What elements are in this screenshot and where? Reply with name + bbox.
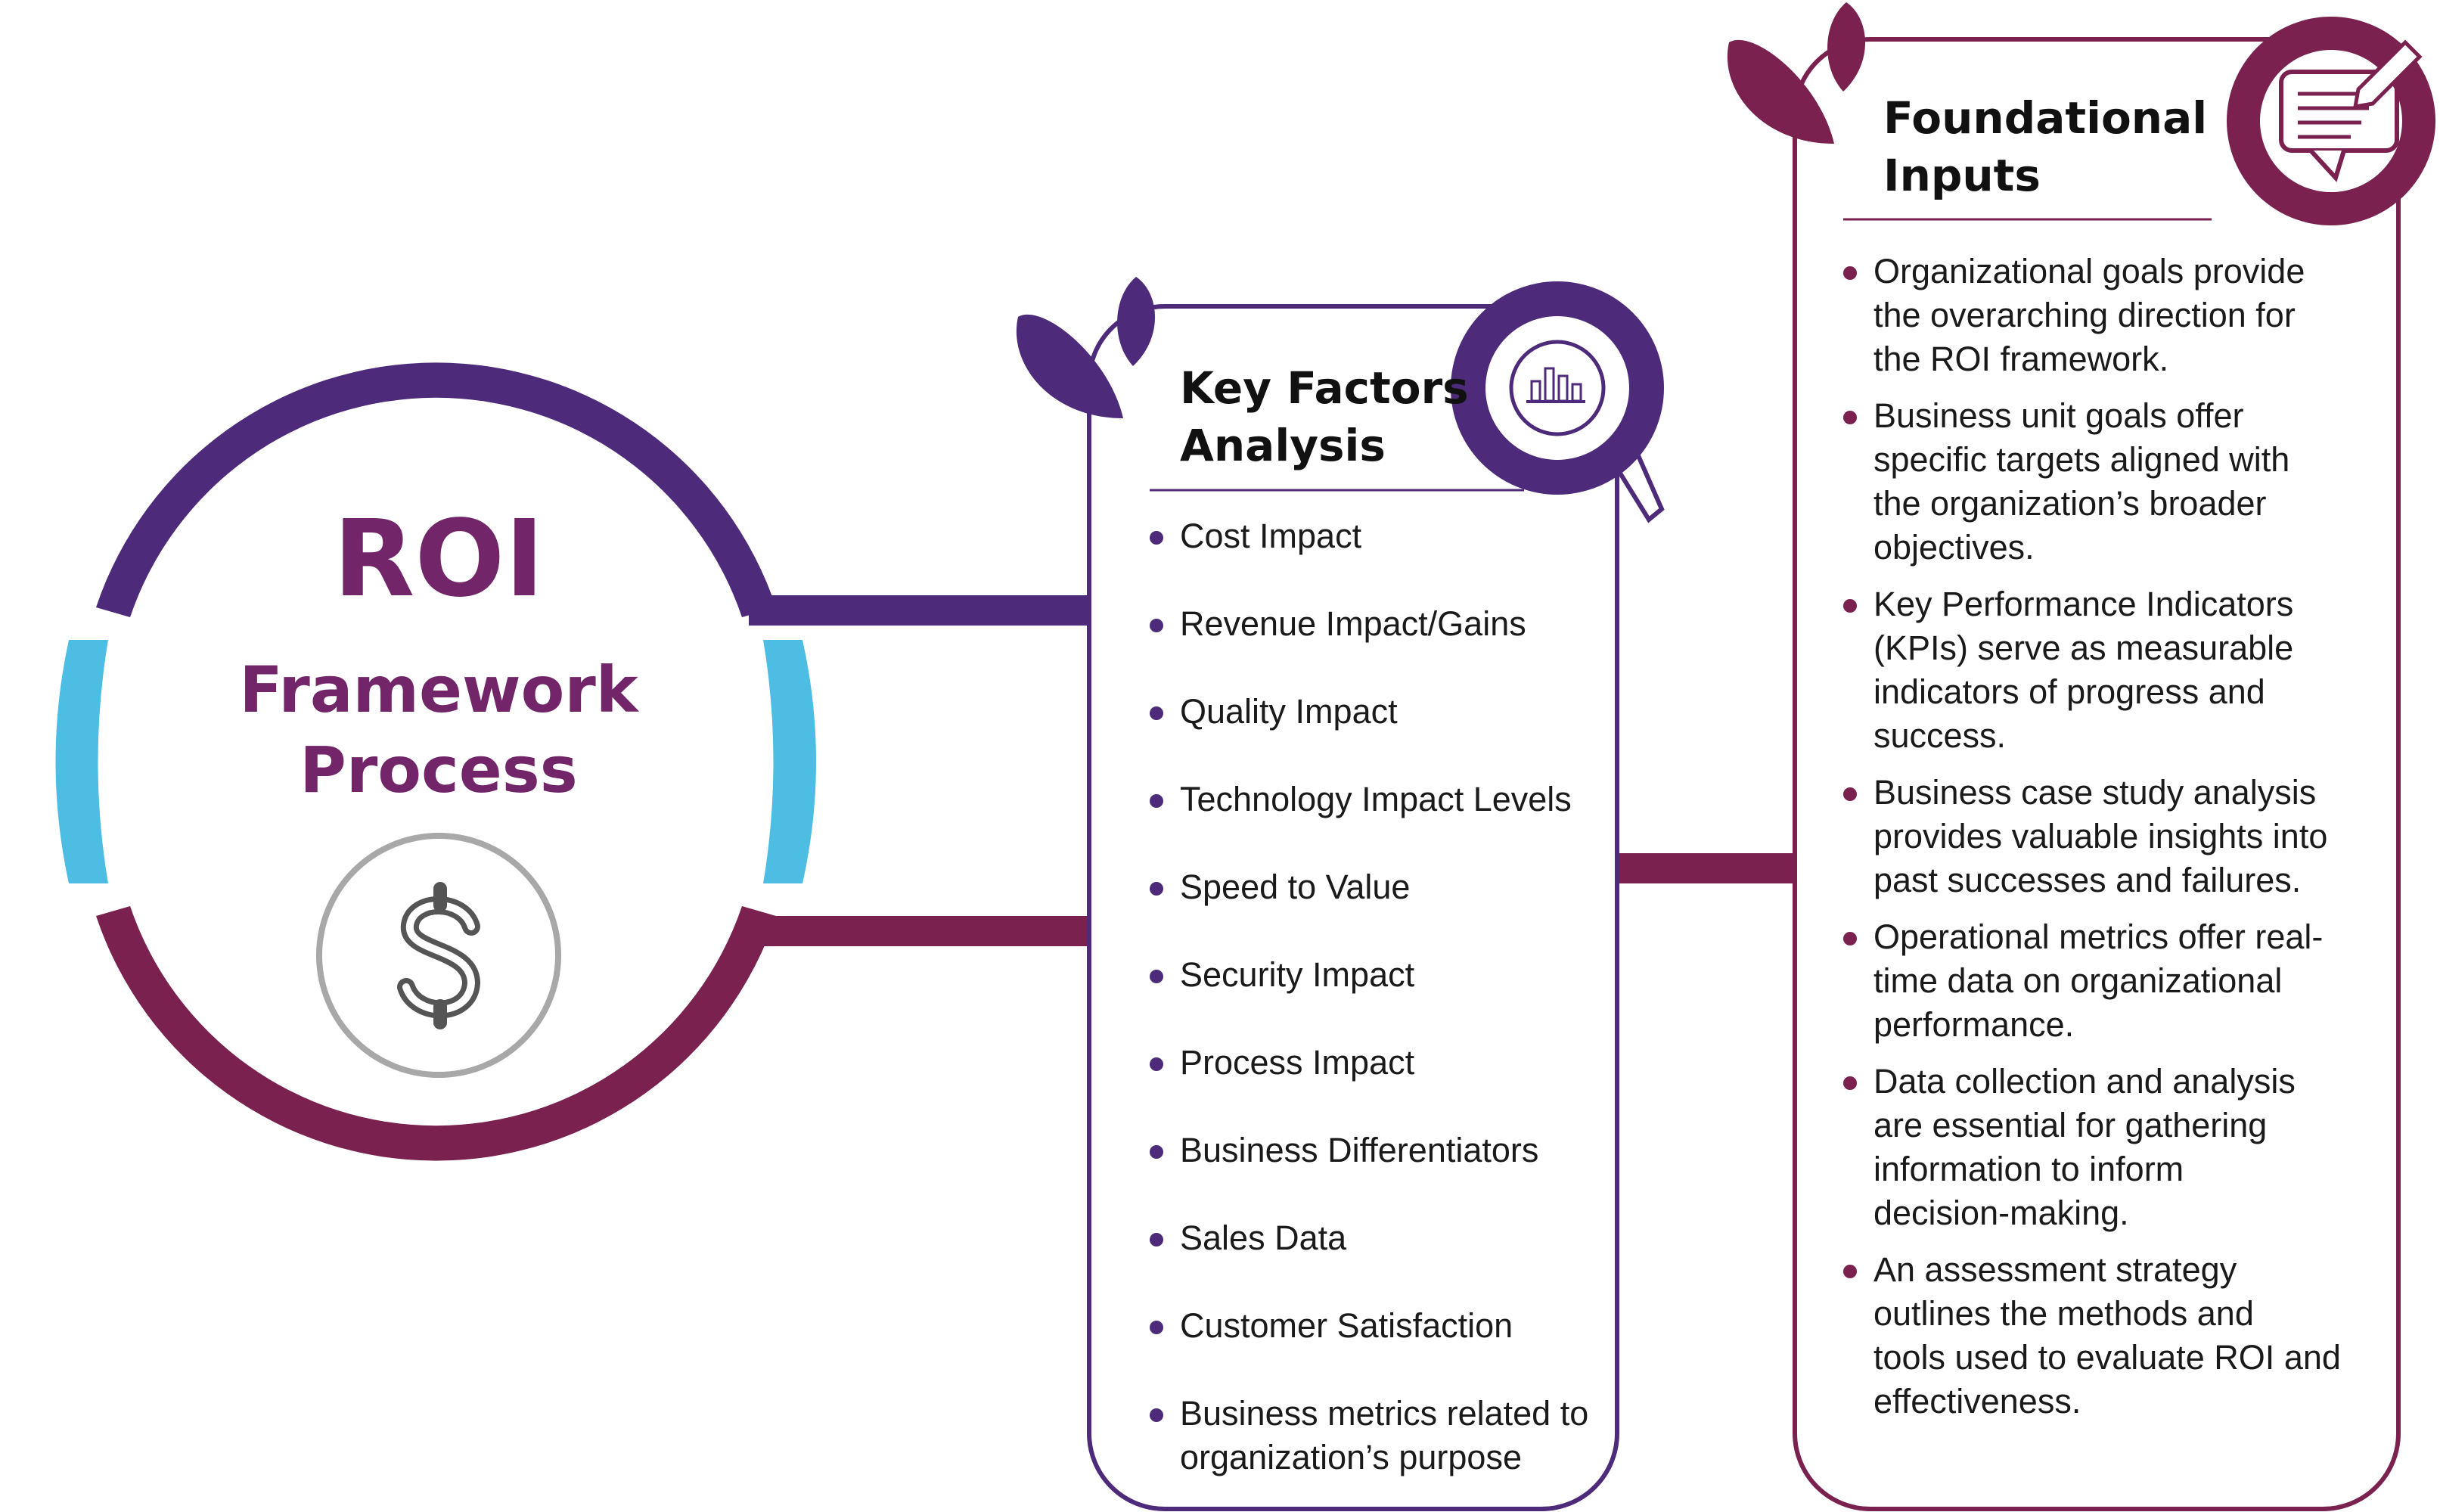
foundational-input-item: Key Performance Indicators(KPIs) serve a… [1843, 582, 2388, 758]
connector-bar-top [749, 595, 1089, 626]
roi-ring [55, 362, 816, 1161]
leaf-icon [1727, 2, 1866, 144]
key-factor-item: Business Differentiators [1150, 1129, 1603, 1172]
key-factor-item: Quality Impact [1150, 690, 1603, 734]
key-factors-title-line2: Analysis [1180, 420, 1386, 471]
foundational-inputs-card [1727, 2, 2435, 1511]
key-factors-title-line1: Key Factors [1180, 362, 1469, 414]
key-factor-item: Customer Satisfaction [1150, 1304, 1603, 1348]
connector-bar-bottom [749, 916, 1089, 946]
key-factor-item: Sales Data [1150, 1216, 1603, 1260]
roi-subtitle-line1: Framework [239, 653, 638, 727]
foundational-input-item: Operational metrics offer real-time data… [1843, 915, 2388, 1047]
dollar-icon [316, 833, 561, 1078]
ring-arc-left [55, 640, 108, 883]
roi-title: ROI [333, 498, 545, 621]
key-factor-item: Process Impact [1150, 1041, 1603, 1085]
key-factor-item: Cost Impact [1150, 514, 1603, 558]
ring-arc-top [96, 362, 776, 617]
key-factor-item: Technology Impact Levels [1150, 778, 1603, 821]
connector-bar-right [1617, 853, 1795, 883]
ring-arc-right [763, 640, 816, 883]
magnifier-chart-icon [1451, 281, 1665, 523]
ring-arc-bottom [96, 906, 776, 1161]
key-factor-item: Security Impact [1150, 953, 1603, 997]
foundational-inputs-title-line1: Foundational [1883, 92, 2208, 144]
key-factor-item: Speed to Value [1150, 865, 1603, 909]
leaf-icon [1016, 277, 1156, 418]
roi-subtitle-line2: Process [300, 733, 578, 807]
key-factor-item: Revenue Impact/Gains [1150, 602, 1603, 646]
key-factors-card [1016, 277, 1665, 1511]
foundational-inputs-title-line2: Inputs [1883, 150, 2041, 201]
document-pencil-icon [2227, 17, 2435, 225]
